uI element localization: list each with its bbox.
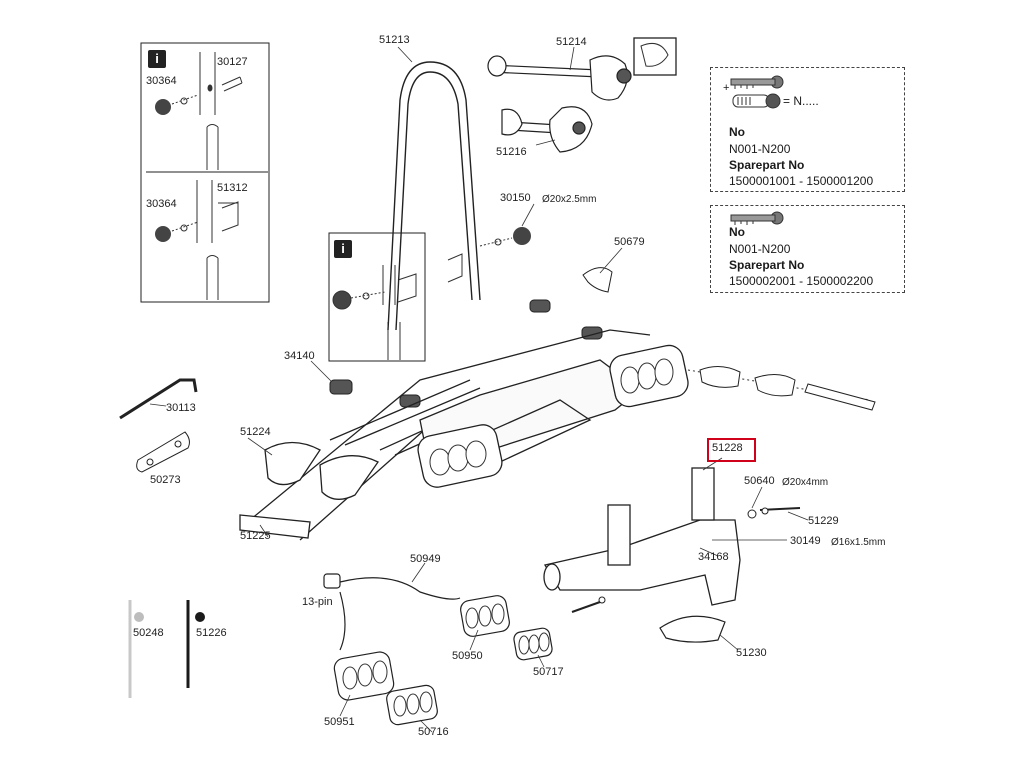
light-50950 bbox=[460, 595, 510, 637]
dim-50640: Ø20x4mm bbox=[782, 477, 829, 488]
label-30150: 30150 bbox=[500, 192, 531, 204]
label-50273: 50273 bbox=[150, 474, 181, 486]
label-30364-a: 30364 bbox=[146, 75, 177, 87]
lens-50716 bbox=[386, 684, 438, 726]
key-no-label-2: No bbox=[729, 225, 745, 239]
label-34168: 34168 bbox=[698, 551, 729, 563]
label-30364-b: 30364 bbox=[146, 198, 177, 210]
dim-30149: Ø16x1.5mm bbox=[831, 537, 886, 548]
label-51225: 51225 bbox=[240, 530, 271, 542]
label-51312: 51312 bbox=[217, 182, 248, 194]
color-dot-black bbox=[195, 612, 205, 622]
light-unit-right-mounted bbox=[609, 344, 689, 408]
wiring-50949 bbox=[323, 573, 461, 651]
key-icon-2 bbox=[730, 211, 784, 225]
label-50950: 50950 bbox=[452, 650, 483, 662]
label-50679: 50679 bbox=[614, 236, 645, 248]
key-icon bbox=[730, 75, 784, 89]
arm-51216 bbox=[501, 106, 593, 153]
label-51228: 51228 bbox=[712, 442, 743, 454]
label-51224: 51224 bbox=[240, 426, 271, 438]
key-info-box-2: No N001-N200 Sparepart No 1500002001 - 1… bbox=[710, 205, 905, 293]
label-51213: 51213 bbox=[379, 34, 410, 46]
lens-50717 bbox=[513, 627, 553, 661]
hex-key-30113 bbox=[119, 378, 198, 420]
bar-51225 bbox=[239, 514, 311, 539]
label-50951: 50951 bbox=[324, 716, 355, 728]
bracket-50679 bbox=[582, 267, 613, 293]
plus-sign: + bbox=[723, 82, 730, 94]
label-51216: 51216 bbox=[496, 146, 527, 158]
sparepart-label-2: Sparepart No bbox=[729, 258, 805, 272]
label-30149: 30149 bbox=[790, 535, 821, 547]
label-50716: 50716 bbox=[418, 726, 449, 738]
knob-30150 bbox=[479, 227, 531, 247]
inset-box-middle bbox=[328, 232, 426, 362]
label-50949: 50949 bbox=[410, 553, 441, 565]
key-no-value-2: N001-N200 bbox=[729, 242, 791, 256]
label-50248: 50248 bbox=[133, 627, 164, 639]
coupling-assembly bbox=[543, 504, 741, 606]
highlight-frame-51228 bbox=[707, 438, 756, 462]
knob-30364-b bbox=[155, 221, 199, 242]
label-34140: 34140 bbox=[284, 350, 315, 362]
light-50951 bbox=[333, 651, 395, 701]
upright-frame-51213 bbox=[387, 61, 481, 331]
key-no-label-1: No bbox=[729, 125, 745, 139]
knob-30364-a bbox=[155, 94, 199, 115]
label-51214: 51214 bbox=[556, 36, 587, 48]
info-badge-middle: i bbox=[334, 240, 352, 258]
sparepart-value-2: 1500002001 - 1500002200 bbox=[729, 274, 874, 288]
plate-50273 bbox=[136, 431, 190, 473]
key-info-box-1: + = N..... No N001-N200 Sparepart No 150… bbox=[710, 67, 905, 192]
key-icon-pair bbox=[730, 75, 784, 109]
lever-51230 bbox=[659, 615, 726, 643]
color-dot-grey bbox=[134, 612, 144, 622]
label-13-pin: 13-pin bbox=[302, 596, 333, 608]
part-51228 bbox=[691, 467, 715, 521]
label-30127: 30127 bbox=[217, 56, 248, 68]
light-unit-left-mounted bbox=[417, 424, 503, 488]
detail-box-51214 bbox=[633, 37, 677, 76]
arm-51214 bbox=[487, 55, 632, 101]
wheel-holder-51224 bbox=[264, 441, 379, 500]
inset-tube-assembly-b bbox=[196, 180, 239, 300]
label-51226: 51226 bbox=[196, 627, 227, 639]
info-badge-top: i bbox=[148, 50, 166, 68]
label-50717: 50717 bbox=[533, 666, 564, 678]
sparepart-label-1: Sparepart No bbox=[729, 158, 805, 172]
label-51229: 51229 bbox=[808, 515, 839, 527]
key-formula: = N..... bbox=[783, 94, 819, 108]
key-no-value-1: N001-N200 bbox=[729, 142, 791, 156]
dim-30150: Ø20x2.5mm bbox=[542, 194, 597, 205]
inset-box-top-left bbox=[140, 42, 270, 303]
sparepart-value-1: 1500001001 - 1500001200 bbox=[729, 174, 874, 188]
lock-cylinder-icon bbox=[732, 93, 781, 109]
inset-tube-assembly-a bbox=[199, 52, 243, 170]
leader-lines bbox=[149, 46, 809, 733]
label-50640: 50640 bbox=[744, 475, 775, 487]
label-51230: 51230 bbox=[736, 647, 767, 659]
inset-middle-parts bbox=[332, 265, 417, 360]
label-30113: 30113 bbox=[166, 402, 196, 414]
